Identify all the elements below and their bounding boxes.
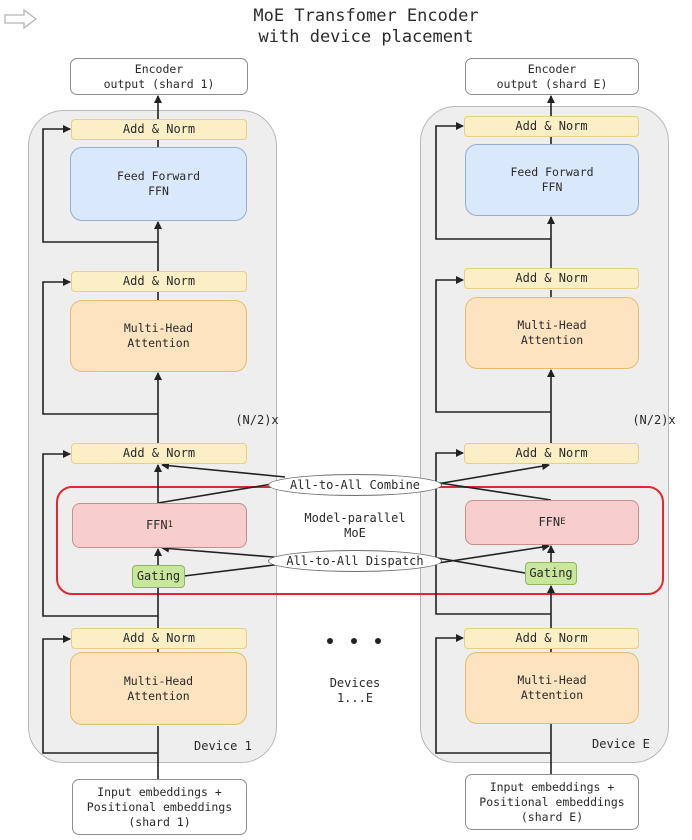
ellipsis-dot: [327, 638, 333, 644]
multi-head-attention-e-upper: Multi-Head Attention: [465, 297, 639, 369]
expert-ffn-1-label: FFN: [145, 518, 168, 532]
diagram-title: MoE Transfomer Encoder with device place…: [0, 6, 692, 48]
repeat-label-1: (N/2)x: [235, 413, 279, 427]
title-line-2: with device placement: [258, 27, 474, 47]
model-parallel-moe-label: Model-parallel MoE: [304, 511, 406, 540]
device-1-label: Device 1: [194, 739, 252, 753]
feed-forward-ffn-1: Feed Forward FFN: [70, 147, 247, 221]
add-norm-e-attn-upper: Add & Norm: [464, 268, 639, 289]
input-embeddings-shard-1: Input embeddings + Positional embeddings…: [72, 779, 247, 835]
expert-ffn-1-sub: 1: [167, 520, 174, 530]
add-norm-1-moe: Add & Norm: [71, 443, 247, 464]
multi-head-attention-e-lower: Multi-Head Attention: [465, 652, 639, 724]
input-embeddings-shard-e: Input embeddings + Positional embeddings…: [465, 774, 639, 830]
devices-range-label: Devices 1...E: [329, 676, 381, 705]
add-norm-1-attn-upper: Add & Norm: [71, 271, 247, 292]
add-norm-1-bottom: Add & Norm: [71, 628, 247, 649]
title-line-1: MoE Transfomer Encoder: [253, 6, 479, 26]
expert-ffn-e-label: FFN: [538, 515, 561, 529]
add-norm-1-top: Add & Norm: [71, 119, 247, 140]
repeat-label-e: (N/2)x: [632, 413, 676, 427]
arrow-right-icon: [4, 8, 38, 30]
multi-head-attention-1-upper: Multi-Head Attention: [70, 300, 247, 372]
device-e-label: Device E: [592, 737, 650, 751]
all-to-all-combine: All-to-All Combine: [268, 474, 442, 496]
all-to-all-dispatch: All-to-All Dispatch: [268, 550, 442, 572]
encoder-output-shard-e: Encoder output (shard E): [465, 58, 639, 95]
add-norm-e-top: Add & Norm: [464, 116, 639, 137]
gating-e: Gating: [525, 562, 577, 585]
ellipsis-dot: [375, 638, 381, 644]
feed-forward-ffn-e: Feed Forward FFN: [465, 144, 639, 216]
multi-head-attention-1-lower: Multi-Head Attention: [70, 652, 247, 725]
encoder-output-shard-1: Encoder output (shard 1): [70, 58, 248, 95]
expert-ffn-e-sub: E: [560, 517, 566, 527]
add-norm-e-bottom: Add & Norm: [464, 628, 639, 649]
ellipsis-dot: [351, 638, 357, 644]
add-norm-e-moe: Add & Norm: [464, 443, 639, 464]
gating-1: Gating: [132, 565, 185, 588]
